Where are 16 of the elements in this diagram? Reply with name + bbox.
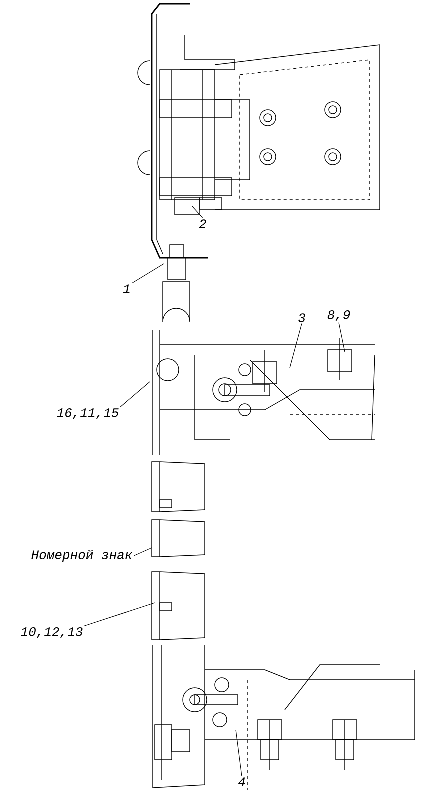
callout-number: 2: [199, 220, 206, 228]
callout-number: 3: [298, 314, 306, 322]
callout-number: 1: [123, 284, 130, 294]
leader-line: [132, 264, 164, 284]
leader-line: [84, 602, 156, 626]
callout-number: 4: [238, 778, 246, 786]
callout-number: Номерной знак: [32, 550, 133, 562]
leader-line: [120, 382, 150, 408]
callout-number: 16,11,15: [57, 408, 119, 420]
leader-line: [192, 206, 204, 219]
callout-number: 10,12,13: [21, 628, 83, 638]
callout-number: 8,9: [328, 310, 350, 322]
leader-line: [290, 323, 302, 368]
leader-line: [236, 730, 242, 777]
leader-line: [338, 322, 346, 352]
leader-line: [134, 548, 152, 556]
